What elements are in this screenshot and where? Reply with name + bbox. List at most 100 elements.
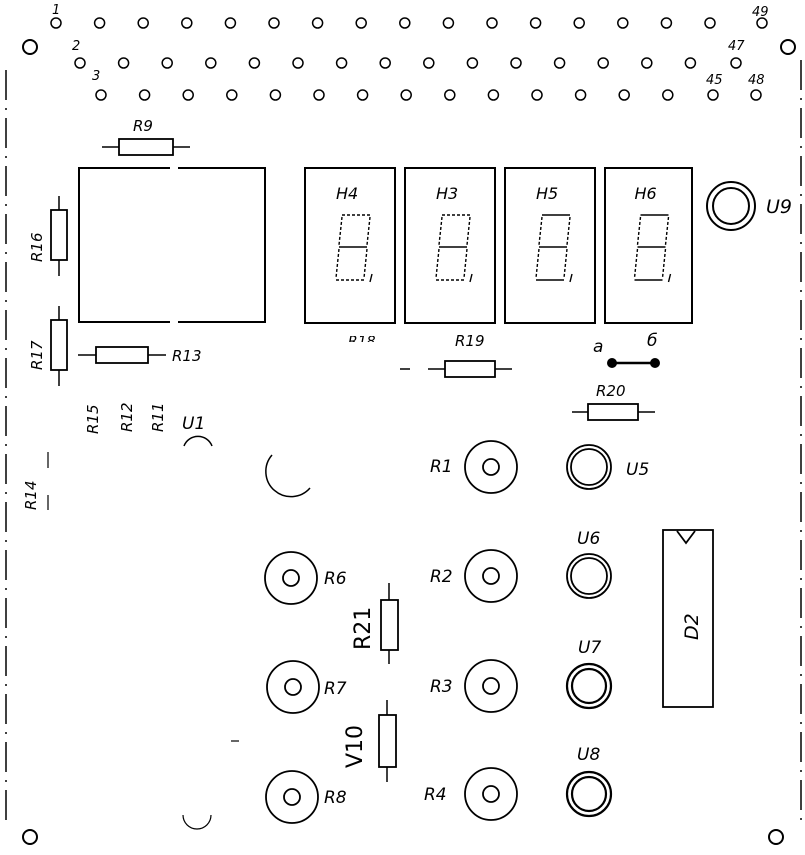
display-segment [636,216,642,246]
chip-d2: D2 [662,529,714,708]
potentiometer [464,767,518,821]
connector-pin [181,17,193,29]
connector-pin [50,17,62,29]
resistor-r19: R19 [400,332,512,378]
display-label: H3 [436,184,458,203]
r4-label: R4 [424,785,447,805]
potentiometer [264,551,318,605]
display-segment [563,248,568,279]
connector-pin [138,89,151,101]
display-label: H5 [536,184,558,203]
display-segment [438,216,443,246]
connector-pin [93,17,106,29]
display-module: H6 [604,167,693,324]
display-segment [664,216,670,246]
connector-pin [641,57,653,69]
resistor-r16: R16 [28,196,68,276]
connector-pin [662,89,674,101]
resistor-r17: R17 [28,306,68,386]
connector-pin [444,89,456,101]
connector-pin [466,57,479,69]
r18-label: R18 [348,334,376,350]
connector-pin [269,89,282,101]
display-segment [335,248,340,279]
u9-label: U9 [766,196,792,218]
connector-pin [356,89,369,101]
r2-label: R2 [430,567,453,587]
display-modules: H4 H3 H5 H6 [304,167,693,324]
display-segment [366,216,371,246]
component-arc-outline [265,454,311,498]
r1-label: R1 [430,457,453,477]
pot-labels: R1 R2 R3 R4 R6 R7 R8 [324,457,453,808]
connector-pin [400,89,412,101]
display-segment [463,248,468,279]
pin-label-2: 2 [72,39,80,54]
connector-pin [510,57,522,69]
resistor-r20: R20 [572,382,655,421]
led-u9: U9 [706,181,792,231]
r3-label: R3 [430,677,453,697]
connector-pin [313,89,325,101]
connector-pin [597,57,609,69]
resistor-r21: R21 [351,583,399,664]
connector-pin [248,57,261,69]
display-segment [566,216,571,246]
display-module: H4 [304,167,396,324]
connector-pin [399,17,411,29]
pin-label-49: 49 [752,5,769,20]
connector-pin [226,89,238,101]
connector-pin [618,89,630,101]
led-u6: U6 [566,529,612,599]
led-u7: U7 [565,638,613,710]
r16-label: R16 [28,232,46,262]
r8-label: R8 [324,788,347,808]
pin-label-48: 48 [748,73,765,88]
display-module: H5 [504,167,596,324]
r11-label: R11 [149,402,167,432]
display-label: H4 [336,184,358,203]
r7-label: R7 [324,679,347,699]
connector-pin [704,17,716,29]
board-edges [5,60,802,820]
connector-pin [442,17,455,29]
potentiometer [266,660,320,714]
resistor-r13: R13 [78,346,202,365]
connector-pin [74,57,86,69]
r20-label: R20 [596,382,626,400]
connector-pin [684,57,697,69]
display-segment [363,248,368,279]
display-segment [633,248,639,279]
connector-pin [660,17,673,29]
connector-pin [224,17,237,29]
connector-pin [182,89,194,101]
display-segment [435,248,440,279]
display-decimal-point [667,273,672,283]
potentiometer [265,770,319,824]
connector-pin [355,17,367,29]
r19-label: R19 [455,332,485,350]
pin-label-1: 1 [52,3,60,18]
resistor-r18-partial: R18 [348,334,376,350]
display-segment [538,216,543,246]
display-segment [466,216,471,246]
potentiometer [464,659,518,713]
potentiometer [464,440,518,494]
connector-pin [311,17,324,29]
connector-pin [486,17,498,29]
connector-pin [205,57,217,69]
r6-label: R6 [324,569,347,589]
connector-pin [573,17,585,29]
r21-label: R21 [351,607,376,650]
connector-pin [617,17,629,29]
mounting-holes [22,39,796,845]
r15-label: R15 [84,404,102,434]
diode-v10: V10 [343,700,397,782]
u8-label: U8 [577,745,600,765]
connector-pin [574,89,587,101]
connector-pin [423,57,435,69]
connector-pin [137,17,149,29]
connector-pin [268,17,280,29]
display-decimal-point [369,273,373,283]
